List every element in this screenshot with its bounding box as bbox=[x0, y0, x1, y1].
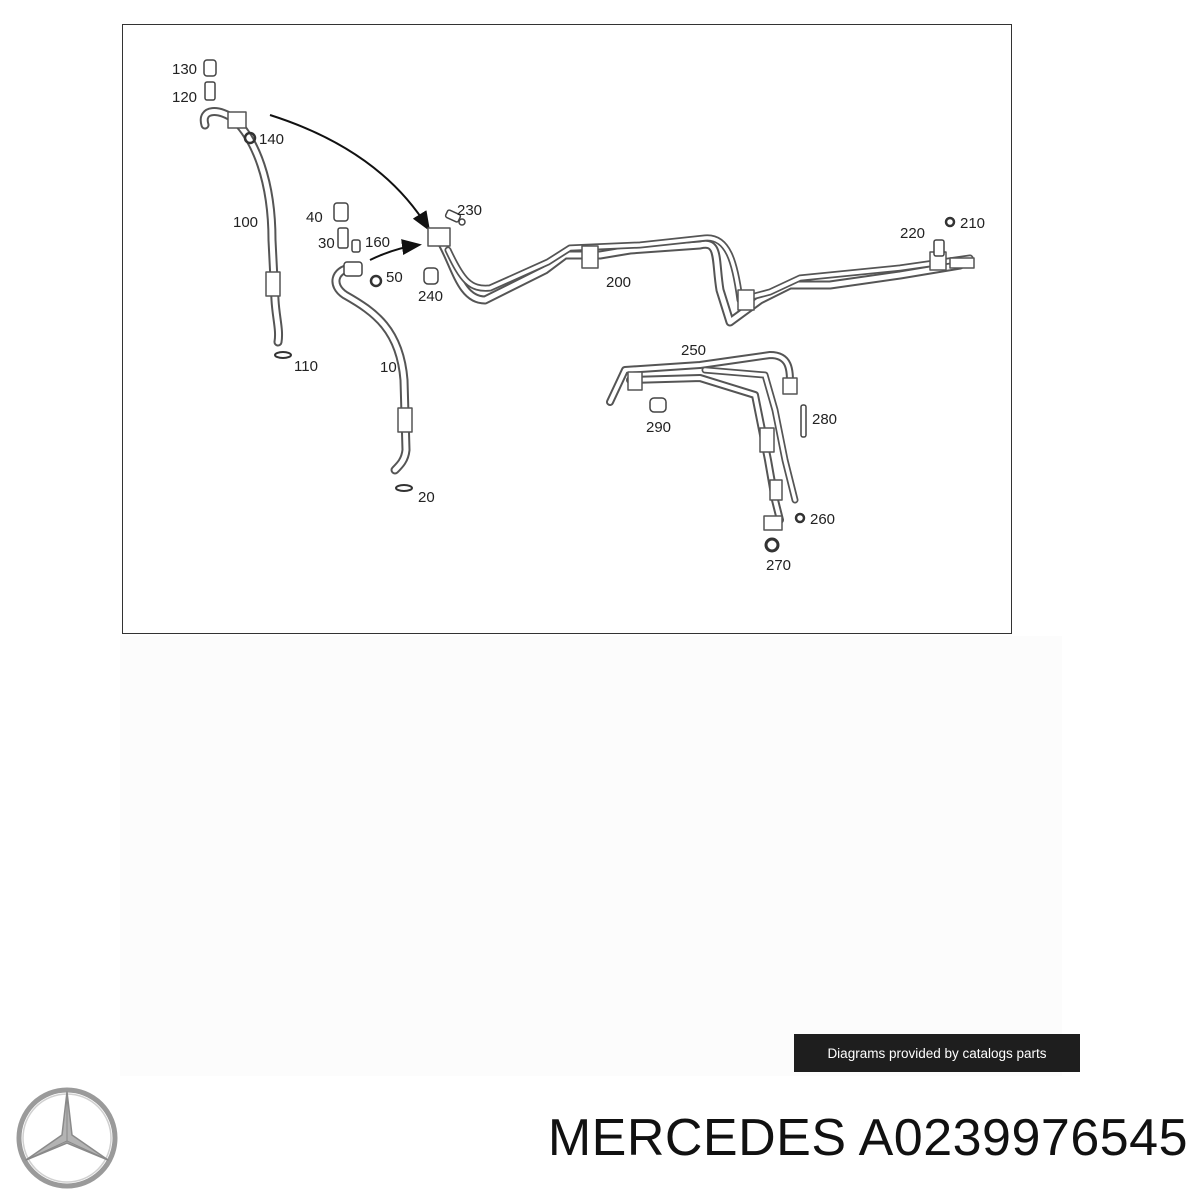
pin-280 bbox=[800, 404, 807, 438]
pipe-250 bbox=[606, 351, 799, 531]
diagram-frame bbox=[122, 24, 1012, 634]
label-240: 240 bbox=[418, 288, 443, 305]
label-280: 280 bbox=[812, 411, 837, 428]
label-260: 260 bbox=[810, 511, 835, 528]
hose-10 bbox=[331, 263, 413, 475]
seal-260 bbox=[794, 512, 806, 524]
credit-badge: Diagrams provided by catalogs parts bbox=[794, 1034, 1080, 1072]
seal-20 bbox=[395, 484, 413, 492]
seal-210 bbox=[944, 216, 956, 228]
label-290: 290 bbox=[646, 419, 671, 436]
fitting-30-40-160 bbox=[333, 202, 363, 277]
label-270: 270 bbox=[766, 557, 791, 574]
grommet-290 bbox=[649, 397, 667, 413]
label-30: 30 bbox=[318, 235, 335, 252]
label-160: 160 bbox=[365, 234, 390, 251]
part-title: MERCEDES A0239976545 bbox=[547, 1109, 1188, 1167]
fitting-120-130 bbox=[203, 59, 217, 101]
label-220: 220 bbox=[900, 225, 925, 242]
seal-50 bbox=[369, 274, 383, 288]
label-140: 140 bbox=[259, 131, 284, 148]
pipe-200 bbox=[427, 227, 975, 327]
valve-220 bbox=[933, 239, 945, 257]
label-40: 40 bbox=[306, 209, 323, 226]
pointer-arrow bbox=[269, 114, 431, 232]
seal-270 bbox=[764, 537, 780, 553]
mercedes-star-icon bbox=[16, 1087, 118, 1189]
label-130: 130 bbox=[172, 61, 197, 78]
label-210: 210 bbox=[960, 215, 985, 232]
hose-100 bbox=[199, 107, 284, 347]
seal-140 bbox=[243, 131, 257, 145]
seal-110 bbox=[274, 351, 292, 359]
label-110: 110 bbox=[294, 358, 318, 375]
fitting-230 bbox=[444, 209, 466, 226]
label-230: 230 bbox=[457, 202, 482, 219]
label-20: 20 bbox=[418, 489, 435, 506]
label-200: 200 bbox=[606, 274, 631, 291]
plug-240 bbox=[423, 267, 439, 285]
label-50: 50 bbox=[386, 269, 403, 286]
label-10: 10 bbox=[380, 359, 397, 376]
label-250: 250 bbox=[681, 342, 706, 359]
label-100: 100 bbox=[233, 214, 258, 231]
pointer-arrow bbox=[369, 239, 422, 261]
lower-background bbox=[120, 636, 1062, 1076]
label-120: 120 bbox=[172, 89, 197, 106]
parts-diagram: 130 120 140 100 110 40 30 160 50 10 20 2… bbox=[172, 59, 985, 574]
